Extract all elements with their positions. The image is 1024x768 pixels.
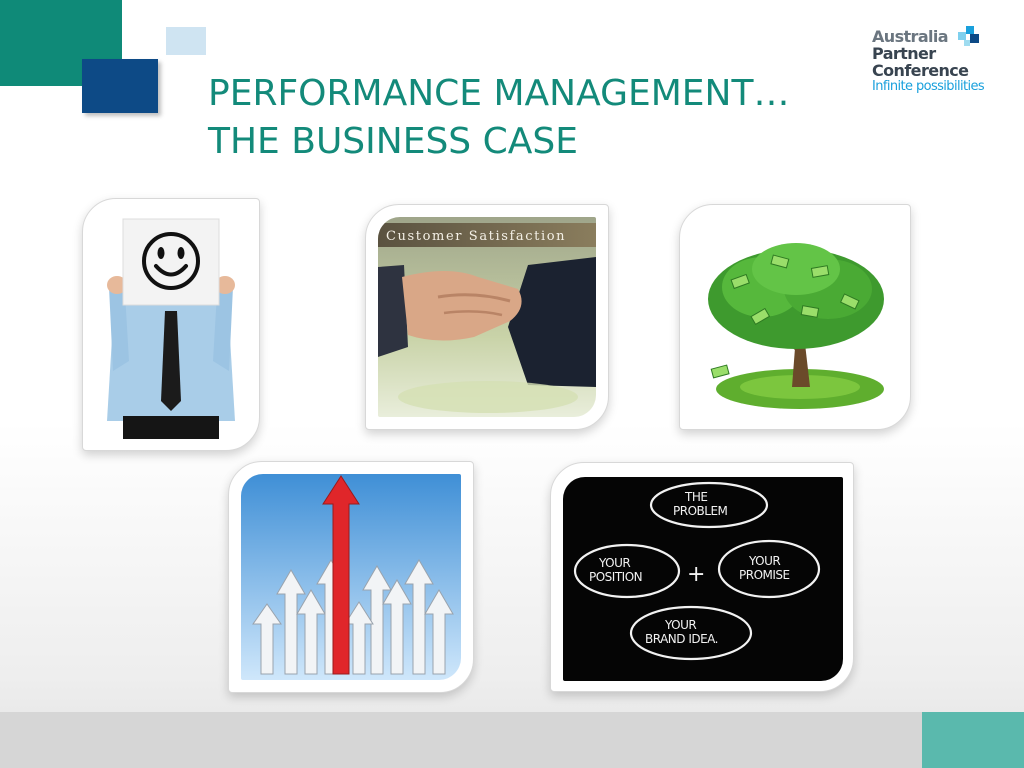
board-problem-line-1: THE <box>684 490 707 504</box>
image-card-handshake: Customer Satisfaction <box>365 204 609 430</box>
handshake-picture: Customer Satisfaction <box>378 217 596 417</box>
logo-line-1: Australia <box>872 27 949 46</box>
board-brand-line-1: YOUR <box>664 618 696 632</box>
image-card-arrows <box>228 461 474 693</box>
board-promise-line-2: PROMISE <box>739 568 790 582</box>
image-card-smiley <box>82 198 260 451</box>
board-promise-line-1: YOUR <box>748 554 780 568</box>
title-line-2: THE BUSINESS CASE <box>208 121 578 162</box>
title-line-1: PERFORMANCE MANAGEMENT… <box>208 73 790 114</box>
board-brand-line-2: BRAND IDEA. <box>645 632 718 646</box>
board-plus-sign: + <box>687 562 705 587</box>
money-tree-picture <box>692 217 898 417</box>
footer-corner-block <box>922 712 1024 768</box>
smiley-man-picture <box>95 211 247 439</box>
logo-line-2: Partner <box>872 44 936 63</box>
decor-square-navy <box>82 59 158 113</box>
slide-title: PERFORMANCE MANAGEMENT… THE BUSINESS CAS… <box>208 70 789 166</box>
logo-tagline: Infinite possibilities <box>872 79 985 94</box>
logo-line-3: Conference <box>872 61 969 80</box>
arrows-picture <box>241 474 461 680</box>
decor-square-light <box>166 27 206 55</box>
customer-satisfaction-caption: Customer Satisfaction <box>386 229 566 244</box>
logo-squares-icon <box>958 26 979 46</box>
board-position-line-2: POSITION <box>589 570 642 584</box>
image-card-chalkboard: THE PROBLEM YOUR POSITION + YOUR PROMISE… <box>550 462 854 692</box>
board-position-line-1: YOUR <box>598 556 630 570</box>
board-problem-line-2: PROBLEM <box>673 504 728 518</box>
conference-logo: Australia Partner Conference Infinite po… <box>872 26 1002 95</box>
chalkboard-picture: THE PROBLEM YOUR POSITION + YOUR PROMISE… <box>563 477 843 681</box>
image-card-money-tree <box>679 204 911 430</box>
footer-bar <box>0 712 1024 768</box>
